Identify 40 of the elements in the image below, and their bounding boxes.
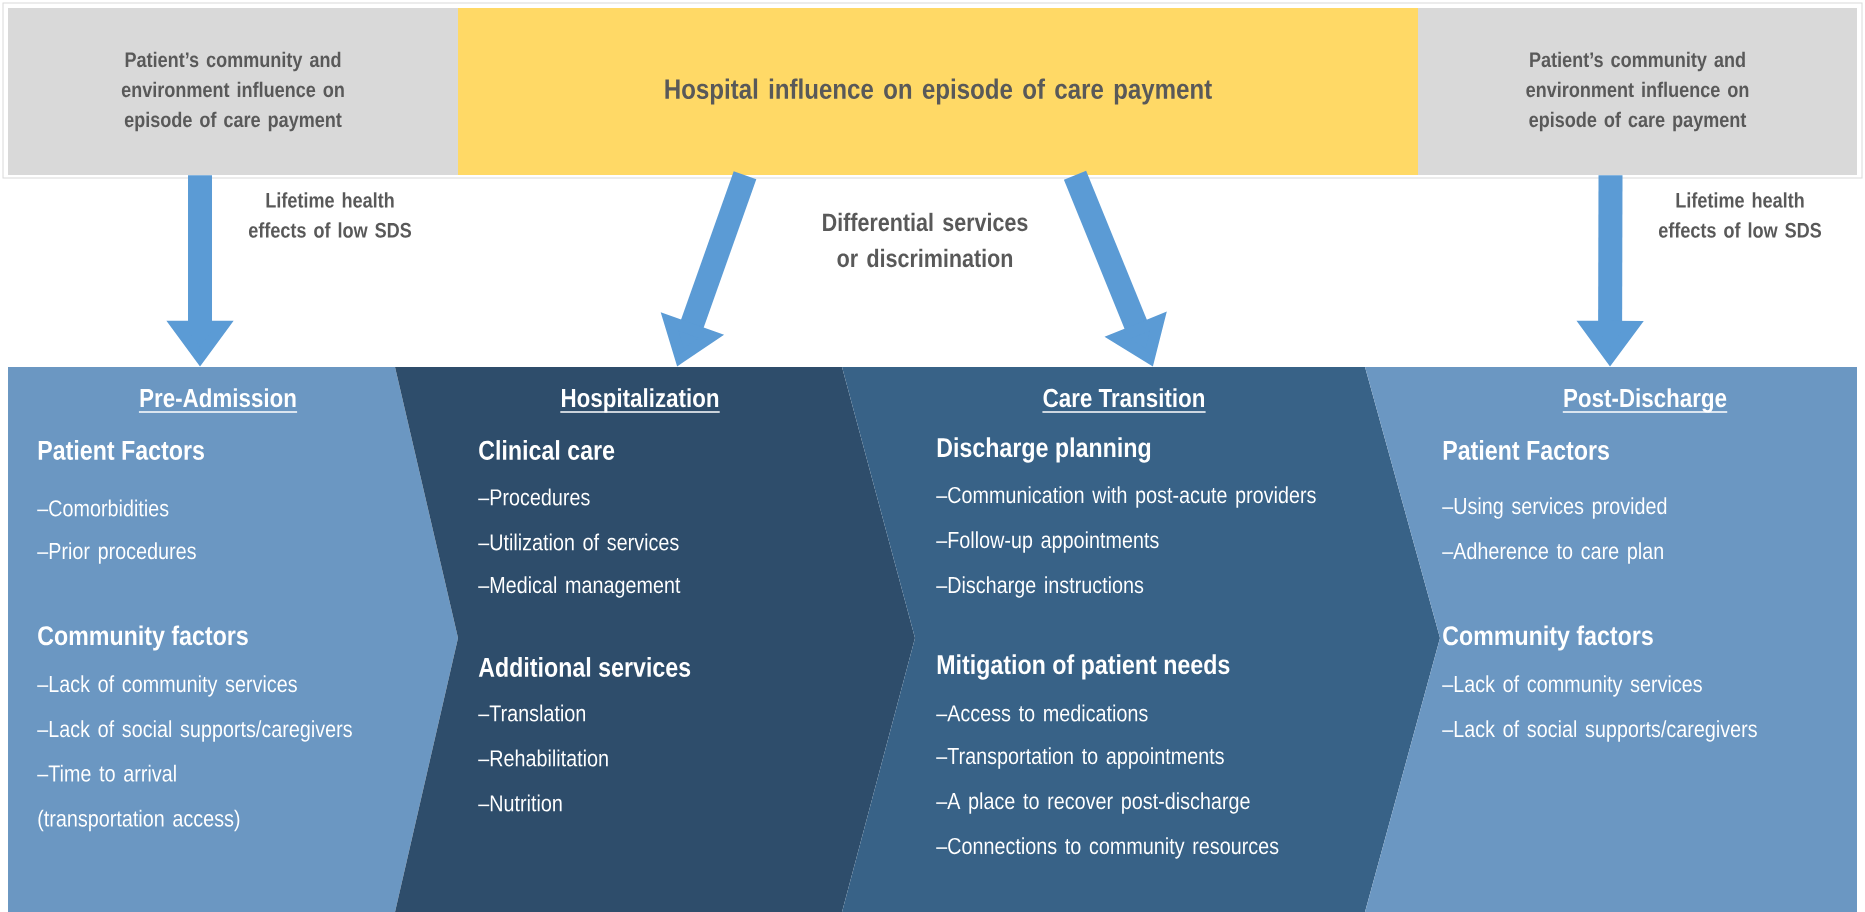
section-heading: Additional services bbox=[478, 657, 691, 677]
list-item: –Adherence to care plan bbox=[1442, 542, 1663, 564]
list-item: –Time to arrival (transportation access) bbox=[37, 764, 240, 832]
list-item: –Prior procedures bbox=[37, 542, 196, 564]
list-item: –Communication with post-acute providers bbox=[936, 486, 1316, 508]
banner-box: Patient’s community and environment influence on episode of care payment bbox=[1418, 8, 1857, 175]
list-item: –Rehabilitation bbox=[478, 749, 608, 767]
list-item: –A place to recover post-discharge bbox=[936, 792, 1250, 814]
banner-box: Patient’s community and environment influence on episode of care payment bbox=[8, 8, 458, 175]
section-heading: Patient Factors bbox=[1443, 440, 1609, 460]
list-item: –Access to medications bbox=[936, 704, 1148, 722]
list-item: –Follow-up appointments bbox=[936, 531, 1159, 553]
list-item: –Utilization of services bbox=[478, 533, 679, 551]
list-item: –Lack of social supports/caregivers bbox=[1442, 720, 1757, 742]
list-item: –Procedures bbox=[478, 488, 590, 506]
stage-heading: Care Transition bbox=[1041, 388, 1207, 413]
list-item: –Connections to community resources bbox=[936, 837, 1279, 859]
list-item: –Medical management bbox=[478, 576, 681, 598]
list-item: –Translation bbox=[478, 704, 585, 722]
list-item: –Transportation to appointments bbox=[936, 747, 1224, 769]
list-item: –Lack of social supports/caregivers bbox=[37, 720, 352, 742]
section-heading: Community factors bbox=[1443, 625, 1653, 651]
edge-label: Lifetime health effects of low SDS bbox=[248, 192, 412, 238]
section-heading: Clinical care bbox=[479, 440, 615, 460]
annotation-text: Differential services or discrimination bbox=[823, 212, 1028, 268]
list-item: –Lack of community services bbox=[37, 675, 297, 697]
section-heading: Patient Factors bbox=[38, 440, 204, 460]
stage-heading: Post-Discharge bbox=[1562, 388, 1728, 413]
list-item: –Nutrition bbox=[478, 794, 562, 812]
list-item: –Lack of community services bbox=[1442, 675, 1702, 697]
stage-heading: Hospitalization bbox=[559, 388, 721, 413]
section-heading: Mitigation of patient needs bbox=[937, 654, 1230, 680]
list-item: –Using services provided bbox=[1442, 497, 1667, 519]
edge-label: Lifetime health effects of low SDS bbox=[1658, 192, 1822, 238]
stage-heading: Pre-Admission bbox=[138, 388, 298, 413]
section-heading: Discharge planning bbox=[937, 437, 1151, 463]
section-heading: Community factors bbox=[38, 625, 248, 651]
list-item: –Comorbidities bbox=[37, 499, 169, 517]
banner-box: Hospital influence on episode of care payment bbox=[458, 8, 1418, 175]
list-item: –Discharge instructions bbox=[936, 576, 1144, 598]
